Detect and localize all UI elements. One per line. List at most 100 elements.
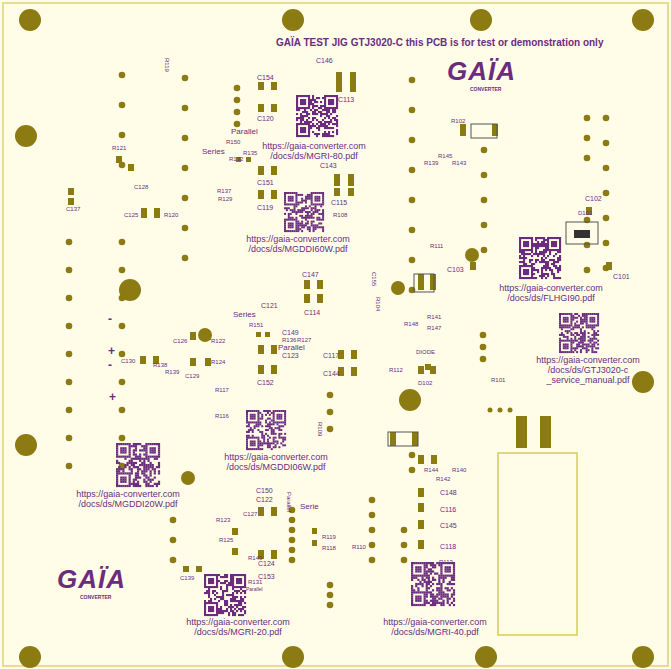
qr-module [116, 443, 118, 445]
qr-module [158, 447, 160, 449]
qr-module [428, 577, 430, 579]
qr-module [220, 608, 222, 610]
qr-module [222, 592, 224, 594]
qr-module [158, 453, 160, 455]
qr-module [525, 273, 527, 275]
qr-module [584, 315, 586, 317]
qr-module [246, 431, 248, 433]
through-hole-pads [66, 72, 610, 609]
qr-module [553, 245, 555, 247]
qr-module [290, 209, 292, 211]
qr-module [570, 334, 572, 336]
qr-module [559, 247, 561, 249]
qr-module [271, 431, 273, 433]
qr-module [314, 192, 316, 194]
qr-module [244, 602, 246, 604]
qr-module [322, 113, 324, 115]
qr-module [238, 580, 240, 582]
th-pad [66, 351, 73, 358]
qr-module [597, 321, 599, 323]
qr-module [152, 464, 154, 466]
qr-module [152, 468, 154, 470]
qr-module [256, 421, 258, 423]
qr-module [158, 449, 160, 451]
qr-module [326, 95, 328, 97]
qr-module [541, 257, 543, 259]
qr-module [269, 418, 271, 420]
qr-module [271, 427, 273, 429]
qr-module [559, 239, 561, 241]
qr-module [286, 209, 288, 211]
qr-module [584, 317, 586, 319]
qr-module [561, 326, 563, 328]
qr-module [578, 315, 580, 317]
qr-module [541, 269, 543, 271]
qr-module [275, 437, 277, 439]
qr-module [305, 202, 307, 204]
qr-module [557, 259, 559, 261]
qr-module [296, 101, 298, 103]
qr-module [543, 265, 545, 267]
qr-module [584, 340, 586, 342]
qr-module [116, 453, 118, 455]
qr-module [336, 119, 338, 121]
th-pad [182, 165, 189, 172]
qr-module [300, 117, 302, 119]
qr-module [158, 451, 160, 453]
qr-module [527, 269, 529, 271]
qr-module [232, 576, 234, 578]
qr-module [555, 243, 557, 245]
qr-module [204, 600, 206, 602]
qr-module [139, 449, 141, 451]
qr-module [519, 265, 521, 267]
qr-module [320, 222, 322, 224]
qr-module [242, 606, 244, 608]
qr-module [236, 606, 238, 608]
qr-module [545, 245, 547, 247]
qr-module [228, 606, 230, 608]
qr-module [208, 580, 210, 582]
qr-module [152, 485, 154, 487]
qr-module [216, 584, 218, 586]
qr-module [330, 95, 332, 97]
qr-module [143, 479, 145, 481]
qr-module [230, 606, 232, 608]
th-pad [481, 247, 488, 254]
qr-module [567, 324, 569, 326]
qr-module [555, 253, 557, 255]
qr-module [304, 107, 306, 109]
qr-module [324, 105, 326, 107]
qr-module [230, 598, 232, 600]
th-pad [327, 392, 334, 399]
th-pad [119, 239, 126, 246]
qr-module [300, 131, 302, 133]
qr-module [296, 107, 298, 109]
qr-module [300, 113, 302, 115]
qr-module [565, 351, 567, 353]
qr-module [137, 474, 139, 476]
qr-module [570, 313, 572, 315]
qr-module [131, 468, 133, 470]
qr-module [139, 468, 141, 470]
qr-module [284, 213, 286, 215]
qr-module [330, 135, 332, 137]
qr-module [525, 241, 527, 243]
qr-module [326, 127, 328, 129]
qr-module [145, 447, 147, 449]
qr-module [334, 111, 336, 113]
qr-module [328, 133, 330, 135]
qr-module [531, 251, 533, 253]
qr-module [313, 230, 315, 232]
qr-module [543, 267, 545, 269]
smd-pad [141, 208, 147, 218]
qr-module [557, 257, 559, 259]
qr-module [265, 433, 267, 435]
smd-pad [232, 548, 238, 555]
smd-pad [271, 550, 277, 559]
smd-pad [68, 198, 74, 205]
qr-module [273, 416, 275, 418]
qr-module [240, 614, 242, 616]
qr-module [154, 468, 156, 470]
qr-module [523, 245, 525, 247]
qr-module [284, 416, 286, 418]
